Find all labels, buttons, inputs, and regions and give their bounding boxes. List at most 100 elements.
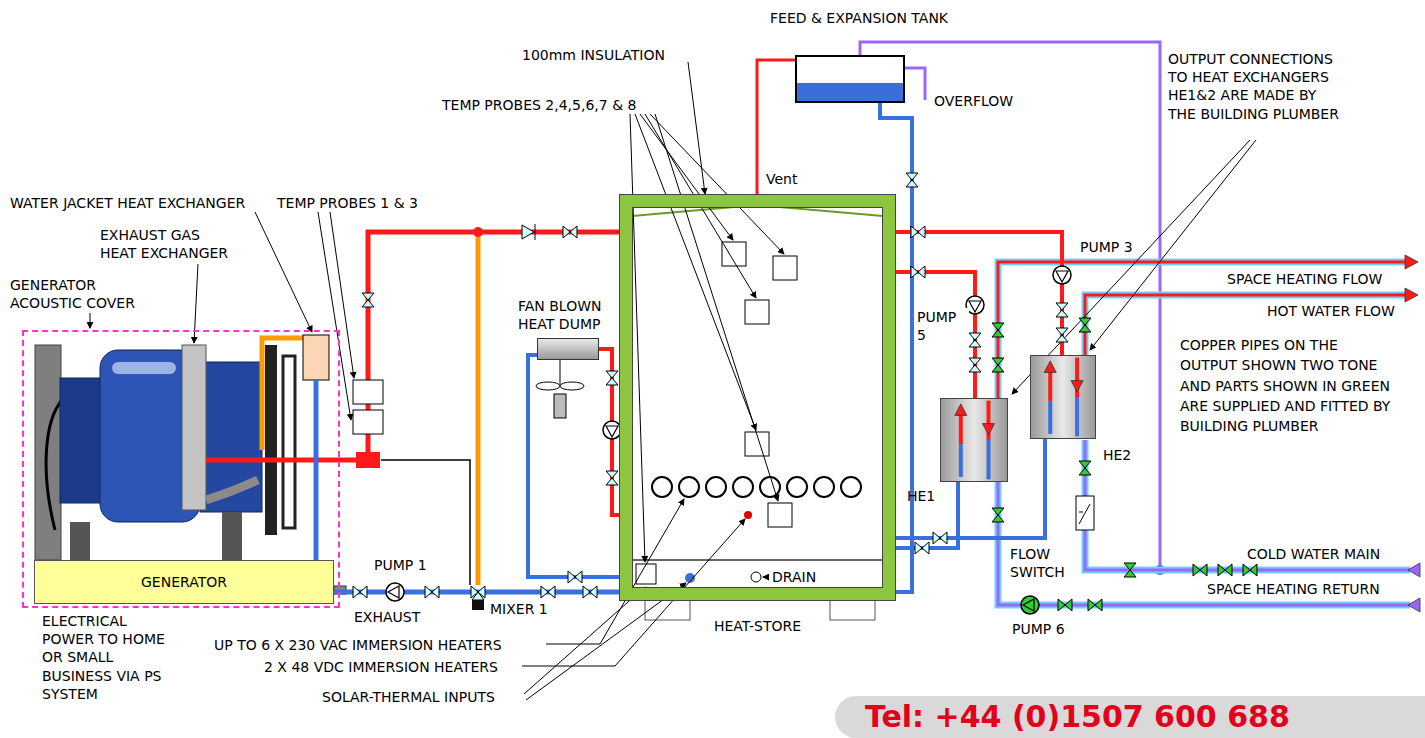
overflow-pipe: [905, 68, 925, 100]
return-pipe: [316, 380, 620, 592]
pipe-arrowhead: [1405, 255, 1418, 269]
alternator-rear: [60, 378, 105, 503]
valve-symbol: [911, 226, 925, 238]
valve-symbol: [969, 333, 981, 347]
dump-return-pipe: [528, 355, 620, 577]
part-label: SPACE HEATING RETURN: [1205, 580, 1382, 598]
engine-mount: [70, 522, 90, 560]
part-label: PUMP 5: [915, 308, 969, 344]
valve-symbol: [906, 173, 918, 187]
temp-probe: [745, 300, 769, 324]
part-label: TEMP PROBES 2,4,5,6,7 & 8: [440, 96, 638, 114]
pump-symbol: [603, 421, 621, 439]
acoustic-cover: GENERATOR ACOUSTIC COVERGENERATOR: [22, 330, 340, 608]
part-label: TEMP PROBES 1 & 3: [275, 194, 420, 212]
valve-symbol: [353, 586, 367, 598]
store-foot: [830, 600, 875, 620]
valve-symbol: [606, 471, 618, 485]
copper-pipe-inner: [1085, 440, 1410, 570]
leader-line: [255, 212, 312, 332]
copper-pipe-inner: [998, 482, 1410, 605]
store-foot: [645, 600, 690, 620]
part-label: COPPER PIPES ON THE OUTPUT SHOWN TWO TON…: [1178, 335, 1394, 436]
pump-symbol: [1021, 596, 1039, 614]
part-label: UP TO 6 X 230 VAC IMMERSION HEATERS: [212, 636, 504, 654]
valve-symbol: [1088, 599, 1102, 611]
fan-motor: [554, 394, 566, 418]
check-valve: [522, 224, 535, 240]
node-text: Tel: +44 (0)1507 600 688: [865, 699, 1290, 735]
pipe-tee: [473, 227, 483, 237]
valve-symbol: [362, 293, 374, 307]
valve-symbol: [606, 371, 618, 385]
part-label: PUMP 6: [1010, 620, 1067, 638]
pipe-tee: [356, 452, 380, 468]
valve-symbol: [1243, 564, 1257, 576]
valve-symbol: [992, 358, 1004, 372]
dc-heater-port: [744, 511, 752, 519]
valve-symbol: [1058, 599, 1072, 611]
part-label: GENERATOR ACOUSTIC COVER: [10, 276, 160, 312]
valve-symbol: [583, 586, 597, 598]
immersion-heater: [706, 477, 726, 497]
leader-line: [763, 577, 768, 578]
flywheel-plate: [283, 356, 295, 528]
temp-probe: [773, 256, 797, 280]
part-label: DRAIN: [770, 568, 818, 586]
alternator-highlight: [112, 362, 176, 374]
leader-line: [318, 212, 351, 420]
pipe-arrowhead: [1071, 381, 1083, 392]
generator-base: GENERATOR: [34, 560, 334, 604]
coil-flow: [987, 440, 991, 479]
immersion-heater: [733, 477, 753, 497]
temp-probe: [636, 564, 656, 584]
flow-pipe: [206, 232, 620, 460]
part-label: Vent: [764, 170, 799, 188]
leader-line: [688, 62, 705, 194]
valve-symbol: [911, 266, 925, 278]
leader-line: [640, 114, 733, 240]
heat-exchanger-flow: [941, 399, 1007, 481]
store-interior: [632, 207, 883, 588]
part-label: SPACE HEATING FLOW: [1225, 270, 1384, 288]
pipe-connector: [895, 272, 975, 398]
part-label: HE2: [1103, 446, 1131, 464]
mixer-actuator: [472, 600, 484, 610]
valve-symbol: [1079, 318, 1091, 332]
immersion-heater: [760, 477, 780, 497]
flow-switch: [1076, 496, 1094, 530]
fan-blade: [536, 382, 560, 390]
flywheel-plate: [265, 345, 277, 535]
fan-bracket: [560, 360, 561, 386]
feed-expansion-tank: FEED & EXPANSION TANK: [795, 55, 905, 103]
leader-line: [330, 212, 354, 378]
pipe-arrowhead: [1408, 598, 1420, 612]
pipe-arrowhead: [1044, 361, 1056, 372]
valve-symbol: [1124, 563, 1136, 577]
part-label: EXHAUST GAS HEAT EXCHANGER: [98, 226, 238, 262]
pump-arrow: [606, 426, 618, 437]
bypass-pipe: [476, 232, 481, 585]
part-label: HOT WATER FLOW: [1265, 302, 1397, 320]
pump-symbol: [386, 583, 404, 601]
fan-blade: [560, 382, 584, 390]
valve-symbol: [915, 542, 929, 554]
pipe-arrowhead: [955, 404, 967, 415]
engine-mount: [222, 512, 242, 560]
coil-flow: [1075, 397, 1079, 436]
water-jacket-heat-exchanger: [303, 335, 329, 380]
store-base-line: [632, 559, 883, 561]
part-label: ELECTRICAL POWER TO HOME OR SMALL BUSINE…: [40, 612, 179, 703]
temp-probe: [768, 503, 792, 527]
pump-arrow: [1023, 599, 1034, 611]
pump-arrow: [1056, 271, 1068, 282]
contact-panel: Tel: +44 (0)1507 600 688: [835, 696, 1425, 738]
part-label: FLOW SWITCH: [1008, 545, 1076, 581]
immersion-heater: [814, 477, 834, 497]
leader-line: [635, 114, 756, 430]
node-text: GENERATOR: [141, 573, 227, 591]
part-label: HE1: [907, 487, 935, 505]
pipe-connector: [895, 232, 1062, 355]
part-label: SOLAR-THERMAL INPUTS: [320, 688, 497, 706]
